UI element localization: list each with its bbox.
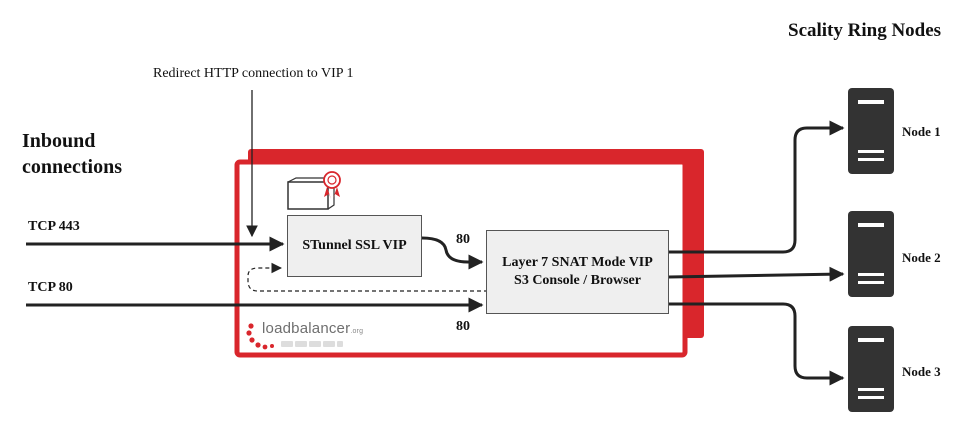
node-3-label: Node 3: [902, 364, 941, 379]
layer7-vip-line1: Layer 7 SNAT Mode VIP: [502, 255, 653, 270]
port-label-tcp80: 80: [456, 319, 470, 334]
layer7-vip-line2: S3 Console / Browser: [514, 273, 641, 288]
redirect-dashed-path: [247, 262, 488, 292]
port-label-stunnel: 80: [456, 232, 470, 247]
stunnel-to-l7-arrow: [421, 236, 484, 270]
loadbalancer-logo-mark: [246, 323, 343, 350]
stunnel-ssl-vip-box: STunnel SSL VIP: [287, 215, 422, 277]
redirect-note: Redirect HTTP connection to VIP 1: [153, 66, 354, 81]
diagram-title: Scality Ring Nodes: [788, 20, 942, 41]
logo-tld: .org: [350, 328, 364, 335]
inbound-connections-label: Inbound connections: [22, 128, 122, 180]
loadbalancer-logo: loadbalancer.org: [262, 320, 363, 337]
inbound-label-line1: Inbound: [22, 130, 96, 152]
certificate-icon: [287, 171, 341, 210]
node-2-label: Node 2: [902, 250, 941, 265]
server-icon-node2: [848, 211, 894, 297]
server-icon-node1: [848, 88, 894, 174]
layer7-snat-vip-box: Layer 7 SNAT Mode VIP S3 Console / Brows…: [486, 230, 669, 314]
l7-to-node2-arrow: [668, 266, 845, 282]
stunnel-ssl-vip-label: STunnel SSL VIP: [302, 238, 407, 253]
l7-to-node1-arrow: [669, 120, 845, 254]
node-1-label: Node 1: [902, 124, 941, 139]
inbound-label-line2: connections: [22, 156, 122, 178]
tcp-443-label: TCP 443: [28, 219, 80, 234]
server-icon-node3: [848, 326, 894, 412]
l7-to-node3-arrow: [669, 302, 845, 386]
tcp-80-label: TCP 80: [28, 280, 73, 295]
logo-text: loadbalancer: [262, 320, 351, 337]
